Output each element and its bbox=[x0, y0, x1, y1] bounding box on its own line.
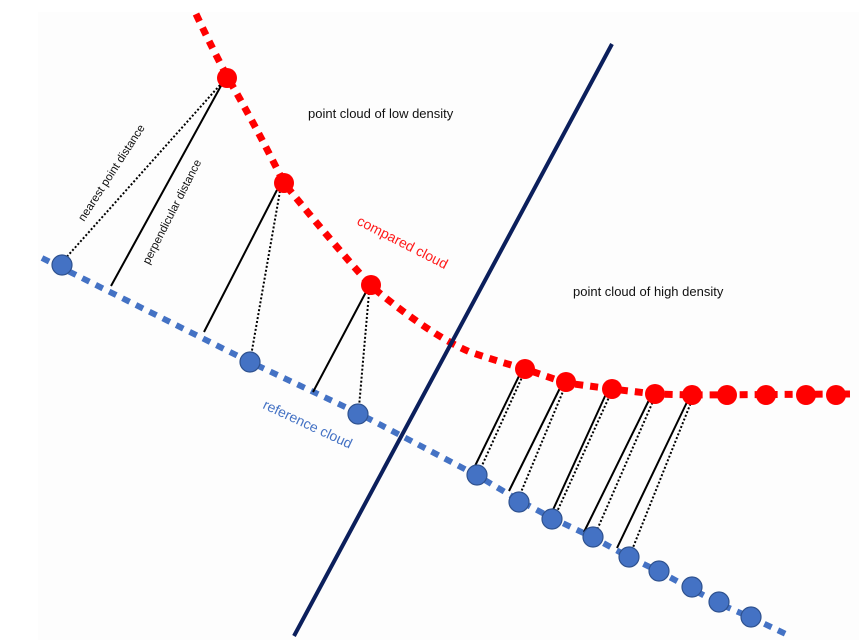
high-density-label: point cloud of high density bbox=[573, 284, 724, 299]
perpendicular-distance-line-5 bbox=[508, 387, 561, 492]
compared-cloud-curve bbox=[192, 12, 851, 399]
reference-point bbox=[51, 254, 73, 276]
reference-cloud-curve bbox=[40, 255, 792, 639]
nearest-distance-line-5 bbox=[518, 388, 565, 498]
perpendicular-distance-line-3 bbox=[312, 291, 367, 393]
reference-point bbox=[466, 464, 488, 486]
compared-point bbox=[717, 385, 737, 405]
reference-point bbox=[541, 508, 563, 530]
density-divider-line bbox=[292, 43, 614, 637]
diagram-background bbox=[38, 12, 859, 640]
compared-point bbox=[796, 385, 816, 405]
reference-point bbox=[648, 560, 670, 582]
nearest-distance-line-6 bbox=[555, 394, 611, 515]
compared-point bbox=[602, 379, 622, 399]
reference-point bbox=[740, 606, 762, 628]
reference-points bbox=[51, 254, 762, 628]
compared-point bbox=[756, 385, 776, 405]
perpendicular-distance-line-6 bbox=[551, 393, 607, 513]
reference-point bbox=[618, 546, 640, 568]
compared-cloud-label: compared cloud bbox=[355, 212, 451, 271]
perpendicular-distance-line-2 bbox=[203, 189, 278, 333]
nearest-distance-line-7 bbox=[596, 398, 655, 531]
compared-point bbox=[361, 275, 381, 295]
reference-point bbox=[582, 526, 604, 548]
compared-point bbox=[217, 68, 237, 88]
perpendicular-distance-line-1 bbox=[110, 83, 223, 287]
perpendicular-distance-line-4 bbox=[473, 373, 521, 469]
low-density-label: point cloud of low density bbox=[308, 106, 454, 121]
reference-point bbox=[708, 591, 730, 613]
compared-points bbox=[217, 68, 846, 405]
perpendicular-distance-line-8 bbox=[616, 399, 689, 549]
distance-lines bbox=[63, 83, 693, 551]
reference-point bbox=[681, 576, 703, 598]
nearest-distance-line-8 bbox=[631, 399, 693, 551]
reference-point bbox=[239, 351, 261, 373]
nearest-distance-line-3 bbox=[358, 292, 370, 408]
compared-point bbox=[515, 359, 535, 379]
compared-point bbox=[682, 385, 702, 405]
nearest-point-distance-label: nearest point distance bbox=[76, 123, 147, 224]
nearest-distance-line-1 bbox=[63, 84, 221, 261]
nearest-distance-line-4 bbox=[479, 374, 524, 471]
nearest-distance-line-2 bbox=[250, 190, 281, 357]
compared-point bbox=[826, 385, 846, 405]
perpendicular-distance-line-7 bbox=[583, 397, 651, 533]
reference-point bbox=[508, 491, 530, 513]
compared-point bbox=[645, 384, 665, 404]
compared-point bbox=[556, 372, 576, 392]
reference-point bbox=[347, 403, 369, 425]
compared-point bbox=[274, 173, 294, 193]
